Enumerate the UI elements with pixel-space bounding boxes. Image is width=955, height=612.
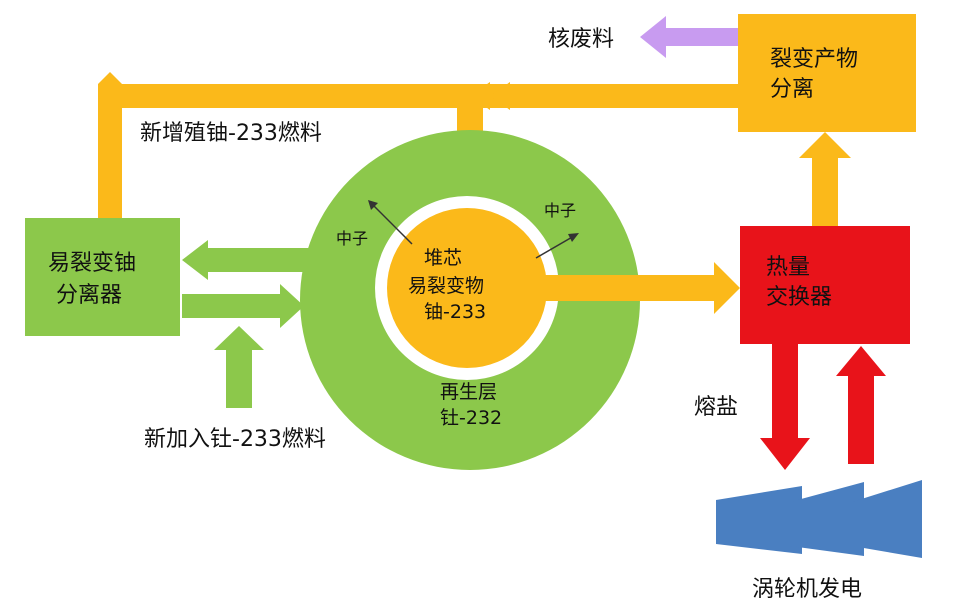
neutron-arrow-left-line — [371, 203, 413, 245]
blanket-label-line1: 再生层 — [440, 381, 497, 403]
turbine-blade-3 — [852, 480, 922, 558]
fissile-sep-label-line1: 易裂变铀 — [48, 251, 136, 276]
reactor-core — [387, 208, 547, 368]
turbine-blade-1 — [716, 486, 802, 554]
heat-exchanger — [740, 226, 910, 344]
arrow-into-heat-ex — [714, 262, 740, 314]
neutron-arrow-left-head — [368, 200, 378, 210]
ring-to-sep-line — [206, 248, 316, 272]
heat-ex-label-line2: 交换器 — [766, 285, 832, 310]
neutron-label-left: 中子 — [336, 229, 368, 248]
blanket-label-line2: 钍-232 — [440, 407, 502, 429]
waste-arrow-body — [665, 28, 738, 46]
fp-sep-label-line2: 分离 — [770, 77, 814, 102]
molten-salt-up-line — [848, 372, 874, 464]
left-vertical-line — [98, 84, 122, 218]
core-label-line1: 堆芯 — [424, 247, 462, 269]
nuclear-waste-label: 核废料 — [548, 27, 614, 52]
arrow-left-top-line-1 — [490, 82, 510, 110]
sep-to-ring-line — [182, 294, 282, 318]
neutron-label-right: 中子 — [544, 201, 576, 220]
turbine-blade-2 — [790, 482, 864, 556]
arrow-up-molten-salt — [836, 346, 886, 376]
arrow-down-molten-salt — [760, 438, 810, 470]
fissile-uranium-separator — [25, 218, 180, 336]
core-to-heat-ex-line — [538, 275, 718, 301]
core-label-line3: 铀-233 — [424, 301, 486, 323]
neutron-arrow-right-head — [568, 233, 579, 242]
neutron-arrow-right-line — [535, 235, 575, 259]
new-fuel-label: 新加入钍-233燃料 — [144, 427, 326, 452]
fp-sep-label-line1: 裂变产物 — [770, 47, 858, 72]
arrow-right-into-ring — [280, 284, 304, 328]
molten-salt-down-line — [772, 344, 798, 442]
up-line-to-fp-sep — [812, 155, 838, 227]
heat-ex-label-line1: 热量 — [766, 255, 810, 280]
molten-salt-label: 熔盐 — [694, 395, 738, 420]
top-return-line — [98, 84, 738, 108]
arrow-up-into-fp-sep — [799, 132, 851, 158]
core-label-line2: 易裂变物 — [408, 275, 484, 297]
new-fuel-line — [226, 348, 252, 408]
turbine-label: 涡轮机发电 — [752, 577, 862, 602]
arrow-left-into-sep — [182, 240, 208, 280]
bred-fuel-label: 新增殖铀-233燃料 — [140, 121, 322, 146]
fissile-sep-label-line2: 分离器 — [56, 283, 122, 308]
fission-product-separator — [738, 14, 916, 132]
arrow-up-to-top-line — [98, 72, 122, 84]
waste-arrow-head — [640, 16, 666, 58]
arrow-up-new-fuel — [214, 326, 264, 350]
